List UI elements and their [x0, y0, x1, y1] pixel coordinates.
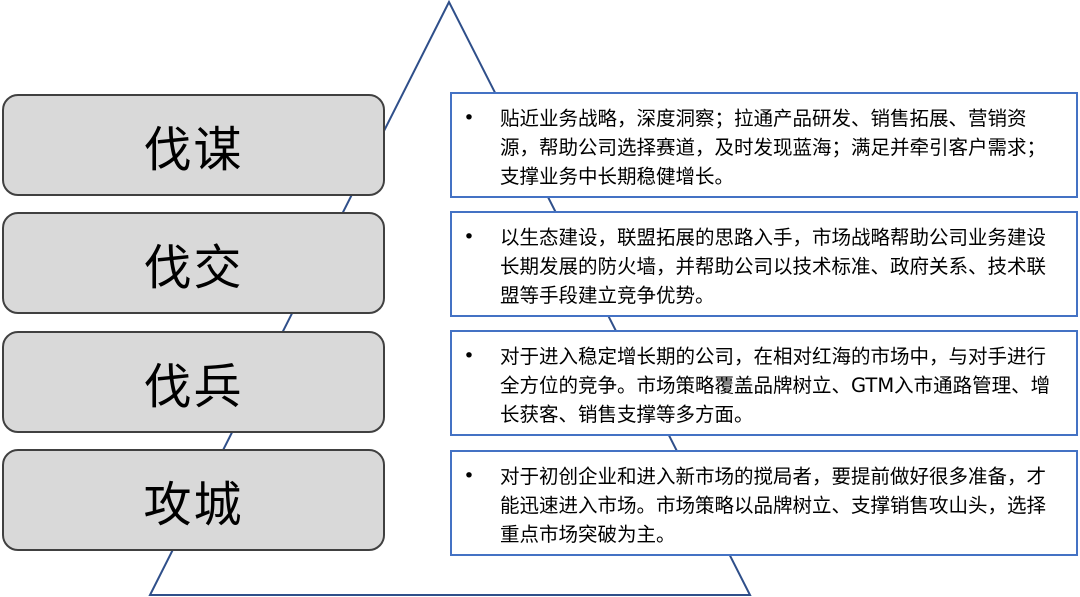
level-description-box-4: • 对于初创企业和进入新市场的搅局者，要提前做好很多准备，才能迅速进入市场。市场… — [450, 450, 1078, 556]
bullet-icon: • — [463, 107, 475, 129]
level-label-3: 伐兵 — [2, 331, 385, 433]
level-description-box-2: • 以生态建设，联盟拓展的思路入手，市场战略帮助公司业务建设长期发展的防火墙，并… — [450, 211, 1078, 317]
level-description-box-1: • 贴近业务战略，深度洞察；拉通产品研发、销售拓展、营销资源，帮助公司选择赛道，… — [450, 92, 1078, 198]
level-description-text-2: 以生态建设，联盟拓展的思路入手，市场战略帮助公司业务建设长期发展的防火墙，并帮助… — [500, 226, 1047, 307]
level-description-text-4: 对于初创企业和进入新市场的搅局者，要提前做好很多准备，才能迅速进入市场。市场策略… — [500, 465, 1047, 546]
level-label-4: 攻城 — [2, 449, 385, 551]
bullet-icon: • — [463, 465, 475, 487]
level-label-2: 伐交 — [2, 212, 385, 314]
level-description-text-3: 对于进入稳定增长期的公司，在相对红海的市场中，与对手进行全方位的竞争。市场策略覆… — [500, 345, 1051, 426]
level-label-1: 伐谋 — [2, 94, 385, 196]
level-description-box-3: • 对于进入稳定增长期的公司，在相对红海的市场中，与对手进行全方位的竞争。市场策… — [450, 330, 1078, 436]
level-description-text-1: 贴近业务战略，深度洞察；拉通产品研发、销售拓展、营销资源，帮助公司选择赛道，及时… — [500, 107, 1047, 188]
bullet-icon: • — [463, 226, 475, 248]
bullet-icon: • — [463, 345, 475, 367]
